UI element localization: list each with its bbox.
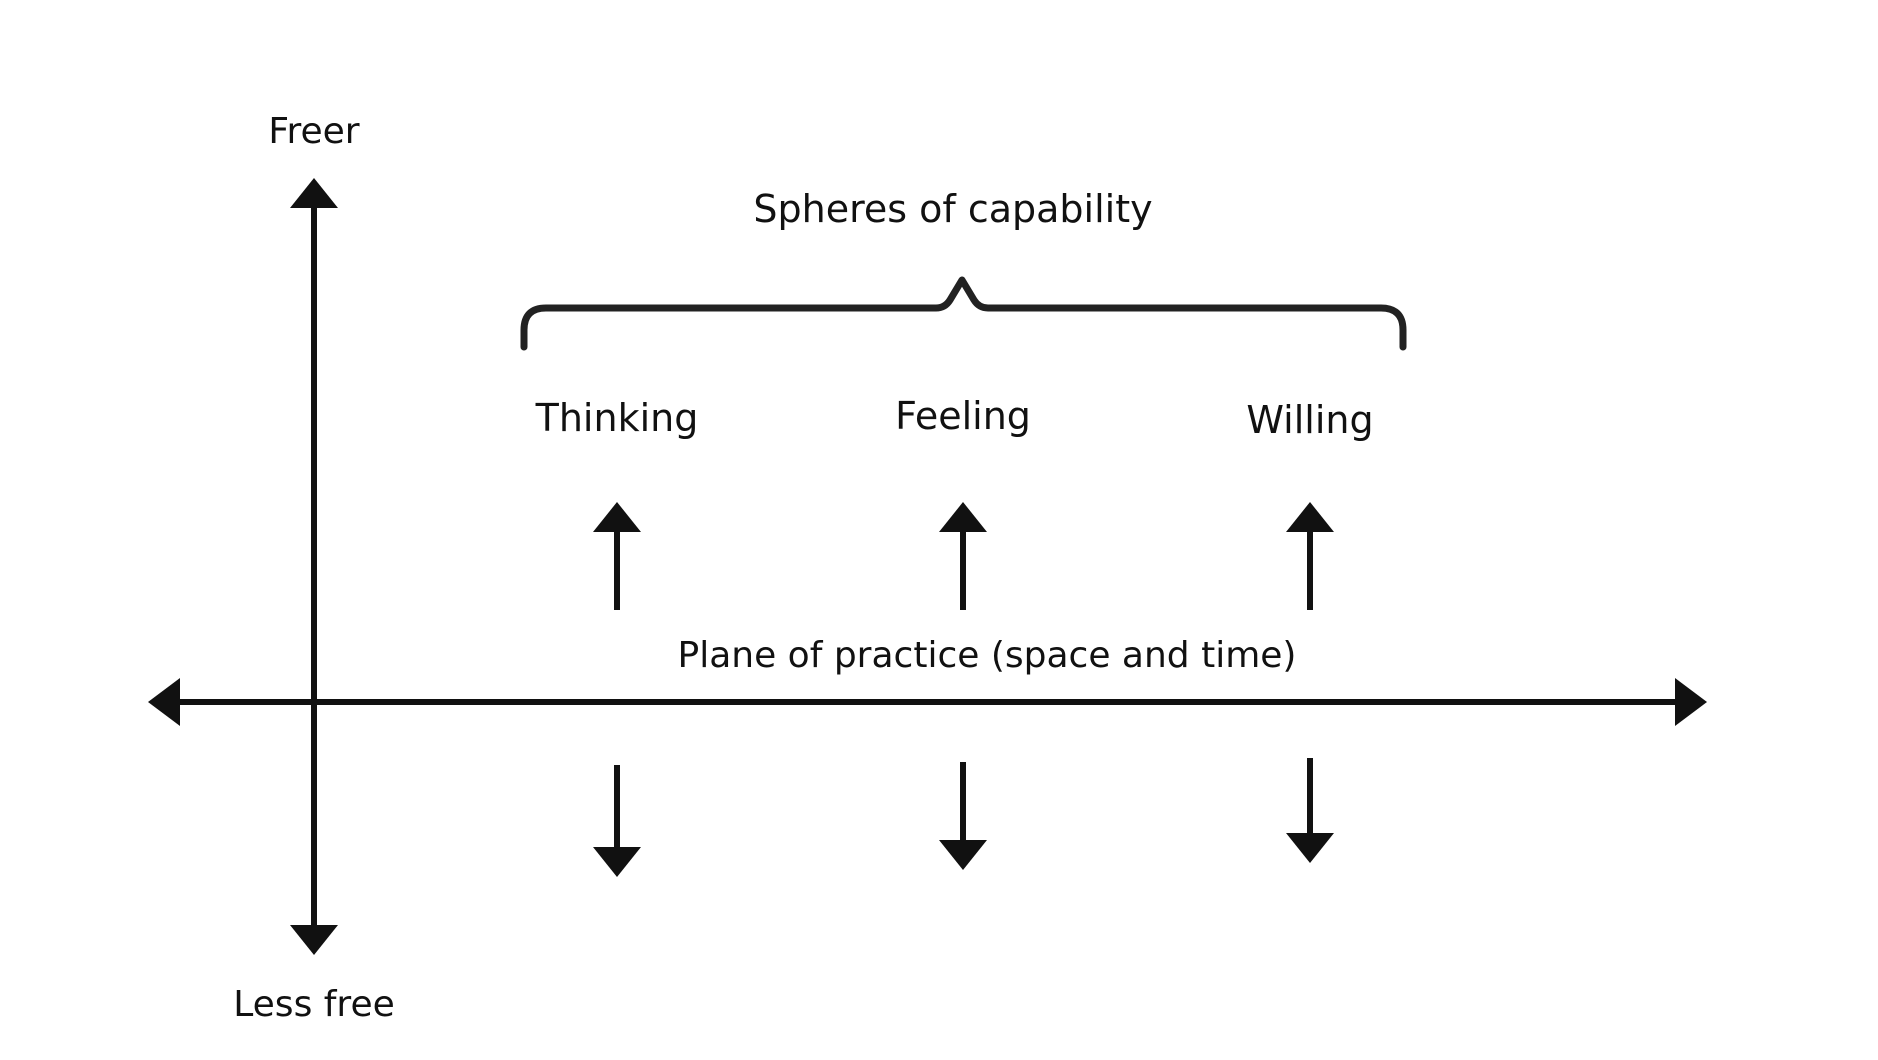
freer-label: Freer (268, 111, 359, 152)
sphere-label-willing: Willing (1246, 398, 1373, 442)
down-arrow-thinking (593, 765, 641, 877)
arrow-down-icon (1286, 833, 1334, 863)
right-arrowhead-icon (1675, 678, 1707, 726)
down-arrow-willing (1286, 758, 1334, 863)
vertical-axis (290, 178, 338, 955)
down-arrow-feeling (939, 762, 987, 870)
arrow-up-icon (593, 502, 641, 532)
up-arrow-feeling (939, 502, 987, 610)
arrow-up-icon (939, 502, 987, 532)
sphere-label-thinking: Thinking (535, 396, 699, 440)
down-arrowhead-icon (290, 925, 338, 955)
curly-brace (520, 276, 1407, 351)
arrow-down-icon (593, 847, 641, 877)
arrow-up-icon (1286, 502, 1334, 532)
less-free-label: Less free (233, 984, 395, 1025)
arrow-down-icon (939, 840, 987, 870)
up-arrowhead-icon (290, 178, 338, 208)
sphere-label-feeling: Feeling (895, 394, 1031, 438)
spheres-title: Spheres of capability (753, 187, 1152, 231)
up-arrow-willing (1286, 502, 1334, 610)
left-arrowhead-icon (148, 678, 180, 726)
horizontal-axis (148, 678, 1707, 726)
up-arrow-thinking (593, 502, 641, 610)
plane-label: Plane of practice (space and time) (678, 635, 1297, 676)
